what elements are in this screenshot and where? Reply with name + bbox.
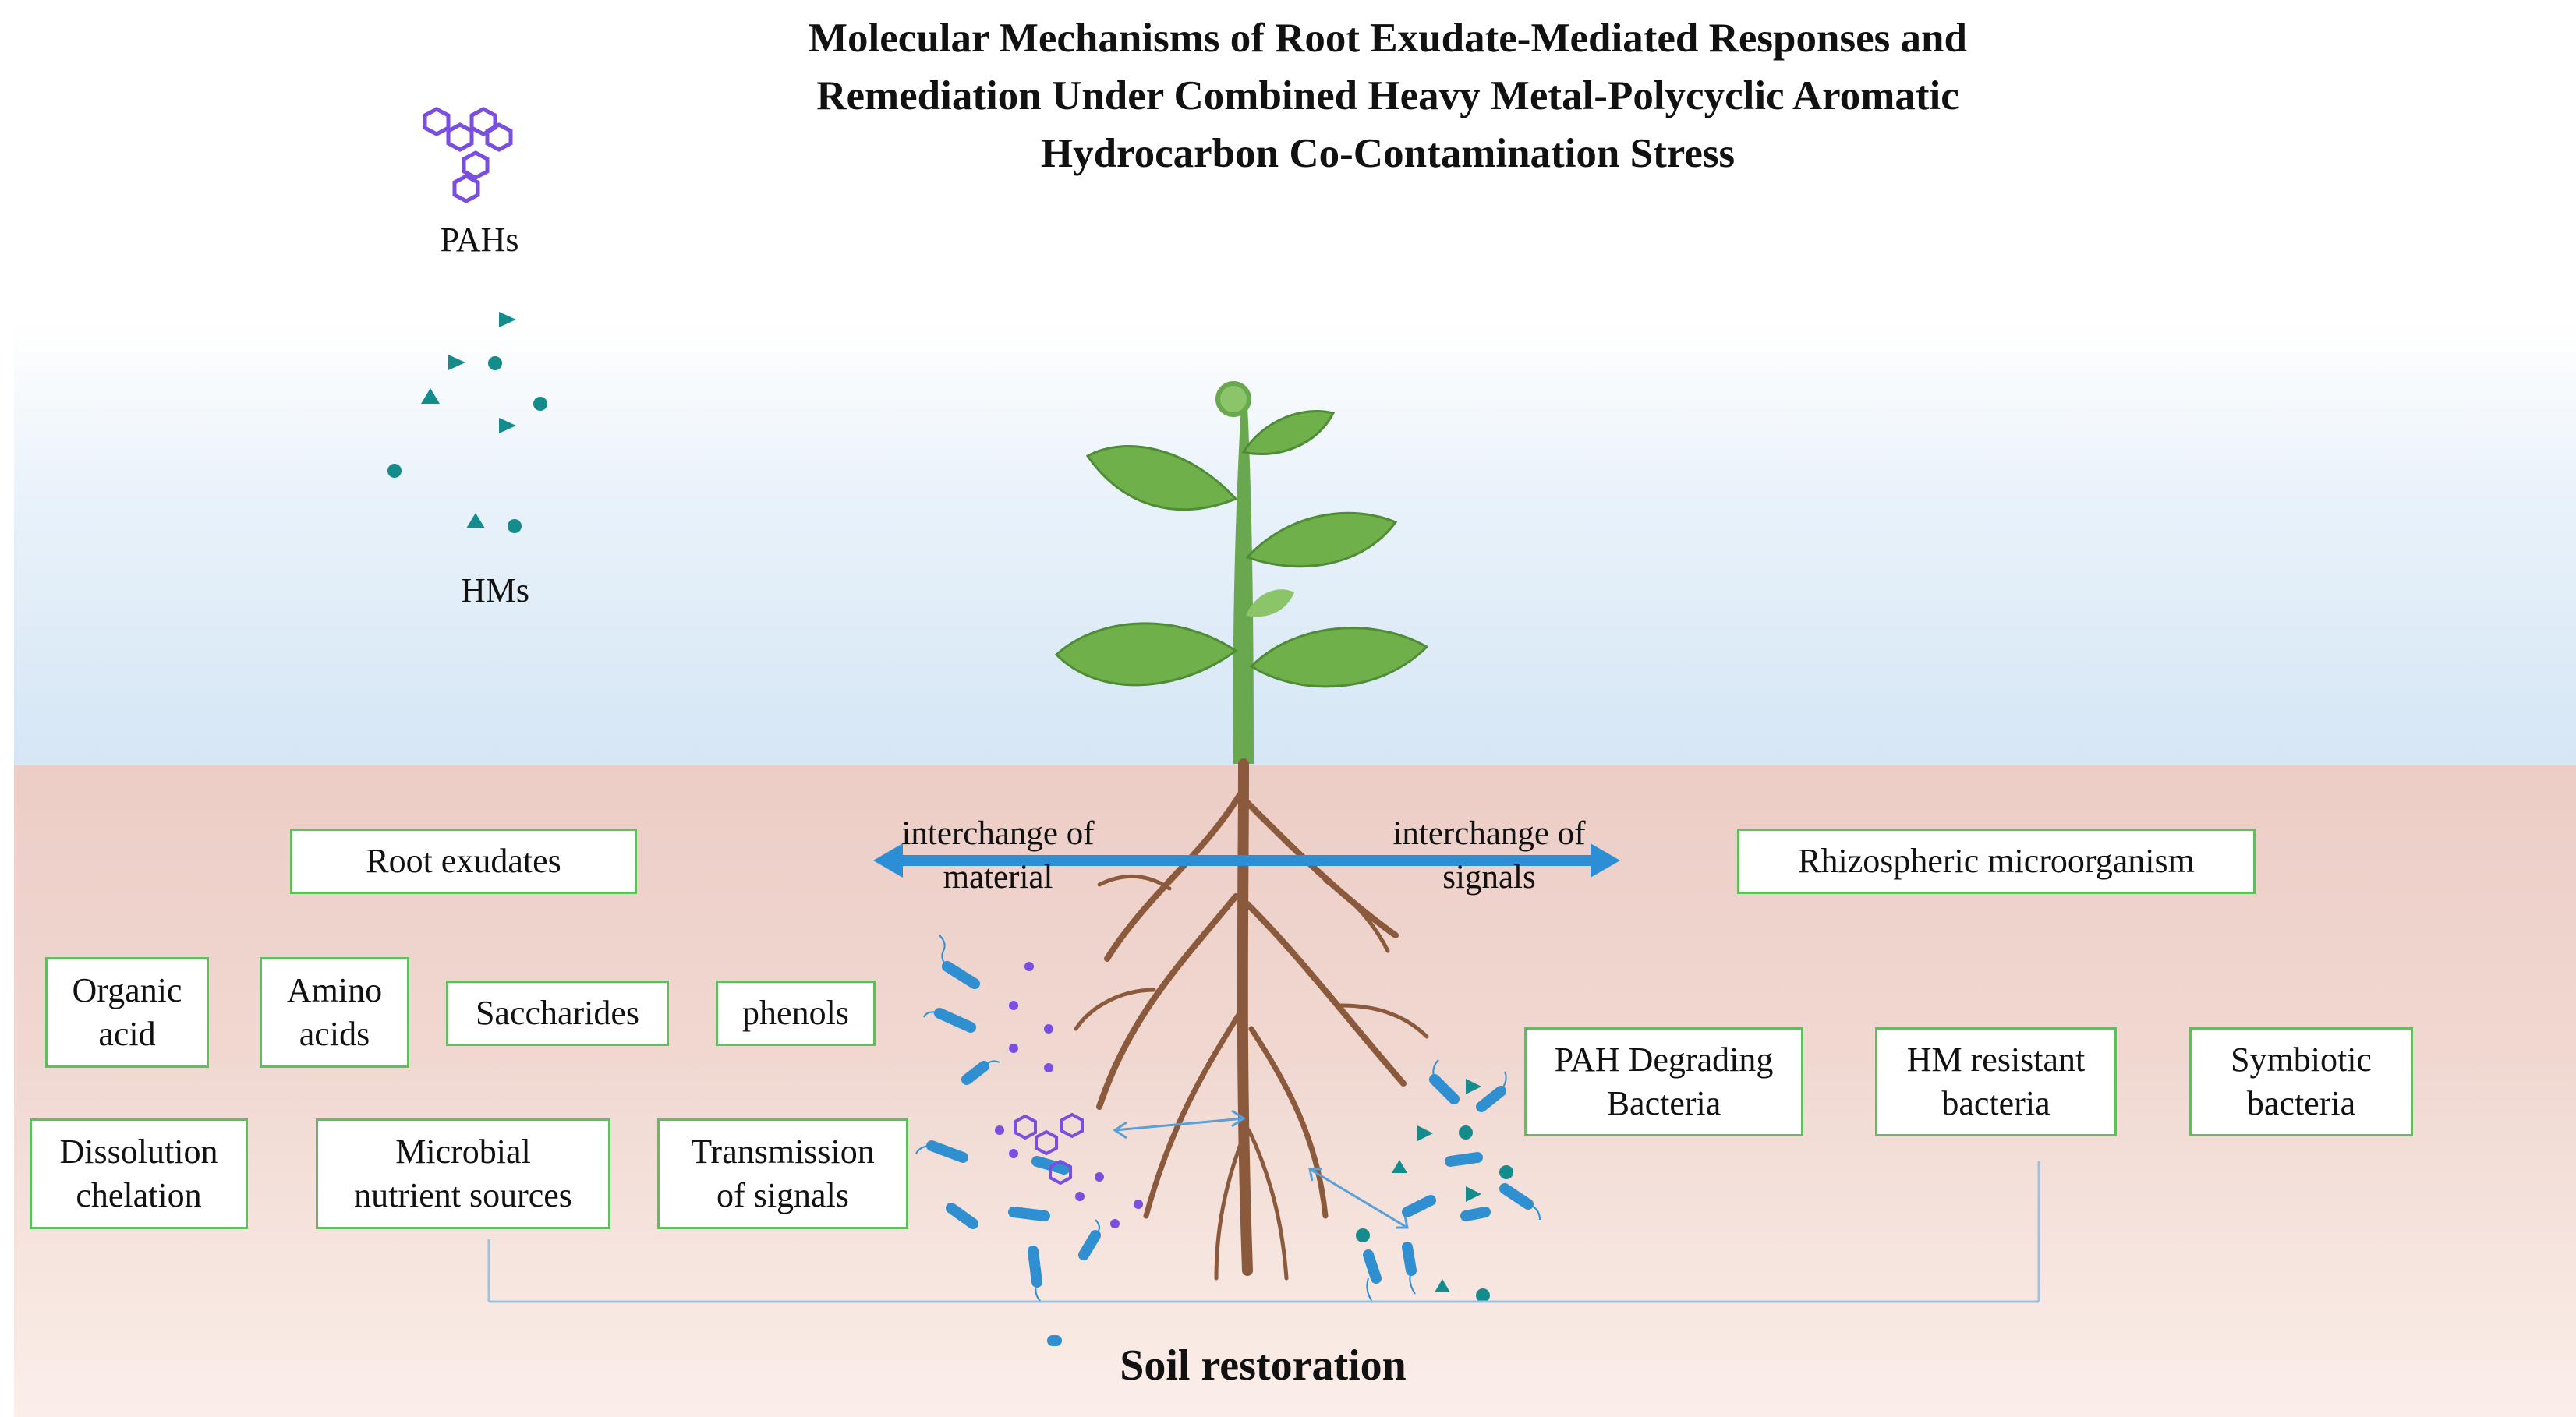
interchange-arrow <box>873 843 1620 878</box>
title-line-2: Remediation Under Combined Heavy Metal-P… <box>816 73 1959 118</box>
box-symbiotic-bacteria: Symbiotic bacteria <box>2189 1027 2413 1136</box>
hm-resistant-line-2: bacteria <box>1941 1084 2051 1122</box>
title-line-1: Molecular Mechanisms of Root Exudate-Med… <box>809 16 1967 61</box>
bacteria-left-flagella <box>915 935 1100 1302</box>
bacteria-right-cluster <box>1363 1074 1534 1284</box>
organic-acid-line-2: acid <box>98 1015 156 1053</box>
pah-molecule-soil <box>1014 1112 1084 1186</box>
exchange-arrows-roots <box>1113 1109 1409 1229</box>
microbial-nutrient-line-1: Microbial <box>395 1133 531 1171</box>
transmission-line-1: Transmission <box>691 1133 875 1171</box>
amino-acids-line-1: Amino <box>286 971 383 1009</box>
pah-degrading-line-1: PAH Degrading <box>1554 1041 1774 1079</box>
interchange-material-label: interchange of material <box>873 812 1123 899</box>
heavy-metal-soil <box>1356 1079 1513 1302</box>
interchange-signals-label: interchange of signals <box>1364 812 1614 899</box>
diagram-title: Molecular Mechanisms of Root Exudate-Med… <box>468 9 2308 182</box>
box-transmission-of-signals: Transmission of signals <box>657 1118 908 1229</box>
plant-roots <box>1074 758 1429 1281</box>
box-phenols: phenols <box>716 981 876 1046</box>
interchange-material-line-2: material <box>943 859 1053 896</box>
symbiotic-line-1: Symbiotic <box>2231 1041 2372 1079</box>
box-hm-resistant-bacteria: HM resistant bacteria <box>1875 1027 2117 1136</box>
heavy-metal-icons <box>387 312 547 533</box>
soil-restoration-label: Soil restoration <box>1120 1341 1407 1390</box>
hms-label: HMs <box>460 571 530 610</box>
box-organic-acid: Organic acid <box>45 957 209 1068</box>
microbial-nutrient-line-2: nutrient sources <box>354 1176 572 1214</box>
box-microbial-nutrient-sources: Microbial nutrient sources <box>316 1118 610 1229</box>
dissolution-line-2: chelation <box>76 1176 202 1214</box>
amino-acids-line-2: acids <box>299 1015 370 1053</box>
dissolution-line-1: Dissolution <box>59 1133 218 1171</box>
box-dissolution-chelation: Dissolution chelation <box>30 1118 248 1229</box>
box-root-exudates: Root exudates <box>290 829 637 894</box>
interchange-material-line-1: interchange of <box>901 815 1095 852</box>
hm-resistant-line-1: HM resistant <box>1906 1041 2086 1079</box>
pahs-label: PAHs <box>440 221 519 259</box>
interchange-signals-line-1: interchange of <box>1392 815 1586 852</box>
title-line-3: Hydrocarbon Co-Contamination Stress <box>1040 131 1736 176</box>
box-saccharides: Saccharides <box>446 981 669 1046</box>
bacteria-right-flagella <box>1366 1059 1541 1302</box>
organic-acid-line-1: Organic <box>72 971 182 1009</box>
box-rhizospheric-microorganism: Rhizospheric microorganism <box>1737 829 2256 894</box>
box-amino-acids: Amino acids <box>260 957 409 1068</box>
pah-degrading-line-2: Bacteria <box>1606 1084 1721 1122</box>
exudate-dots-left <box>995 962 1143 1228</box>
connector-bracket <box>487 1161 2040 1303</box>
symbiotic-line-2: bacteria <box>2246 1084 2356 1122</box>
plant-shoot <box>1054 381 1429 764</box>
transmission-line-2: of signals <box>717 1176 849 1214</box>
pah-molecule-icon <box>423 107 513 203</box>
interchange-signals-line-2: signals <box>1442 859 1536 896</box>
